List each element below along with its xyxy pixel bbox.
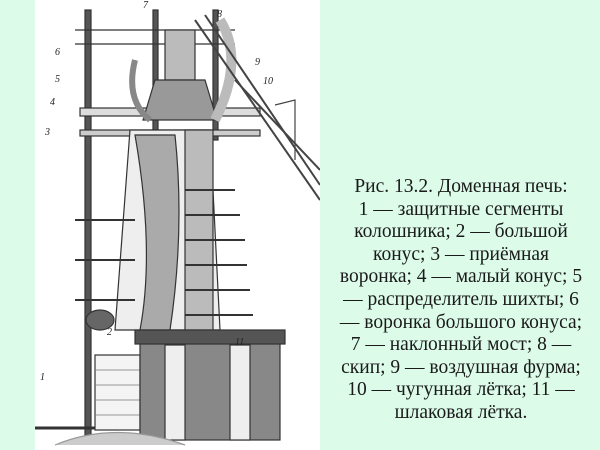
callout-11: 11 xyxy=(235,337,244,348)
caption-line: — воронка большого конуса; xyxy=(339,311,583,333)
callout-3: 3 xyxy=(44,127,50,138)
callout-7: 7 xyxy=(143,0,149,11)
caption-line: скип; 9 — воздушная фурма; xyxy=(341,356,581,378)
caption-line: Рис. 13.2. Доменная печь: xyxy=(354,176,568,197)
caption-line: — распределитель шихты; 6 xyxy=(343,288,579,310)
callout-2: 2 xyxy=(107,327,112,338)
left-column xyxy=(84,9,92,441)
caption-line: 1 — защитные сегменты xyxy=(358,198,564,220)
callout-1: 1 xyxy=(40,372,45,383)
callout-6: 6 xyxy=(55,47,60,58)
caption-line: 7 — наклонный мост; 8 — xyxy=(350,334,572,356)
blast-furnace-illustration: 1 2 3 4 5 6 7 8 9 10 11 xyxy=(35,0,320,450)
caption-line: 10 — чугунная лётка; 11 — xyxy=(347,379,575,401)
caption-line: колошника; 2 — большой xyxy=(354,221,568,243)
caption-line: конус; 3 — приёмная xyxy=(372,243,550,265)
blast-furnace-drawing: 1 2 3 4 5 6 7 8 9 10 11 xyxy=(35,0,320,446)
figure-caption: Рис. 13.2. Доменная печь: 1 — защитные с… xyxy=(316,176,600,425)
callout-10: 10 xyxy=(263,76,273,87)
caption-line: воронка; 4 — малый конус; 5 xyxy=(339,266,583,288)
callout-9: 9 xyxy=(255,57,260,68)
inner-column xyxy=(212,9,219,141)
callout-4: 4 xyxy=(50,97,55,108)
caption-line: шлаковая лётка. xyxy=(394,401,528,423)
callout-5: 5 xyxy=(55,74,60,85)
callout-8: 8 xyxy=(217,9,222,20)
